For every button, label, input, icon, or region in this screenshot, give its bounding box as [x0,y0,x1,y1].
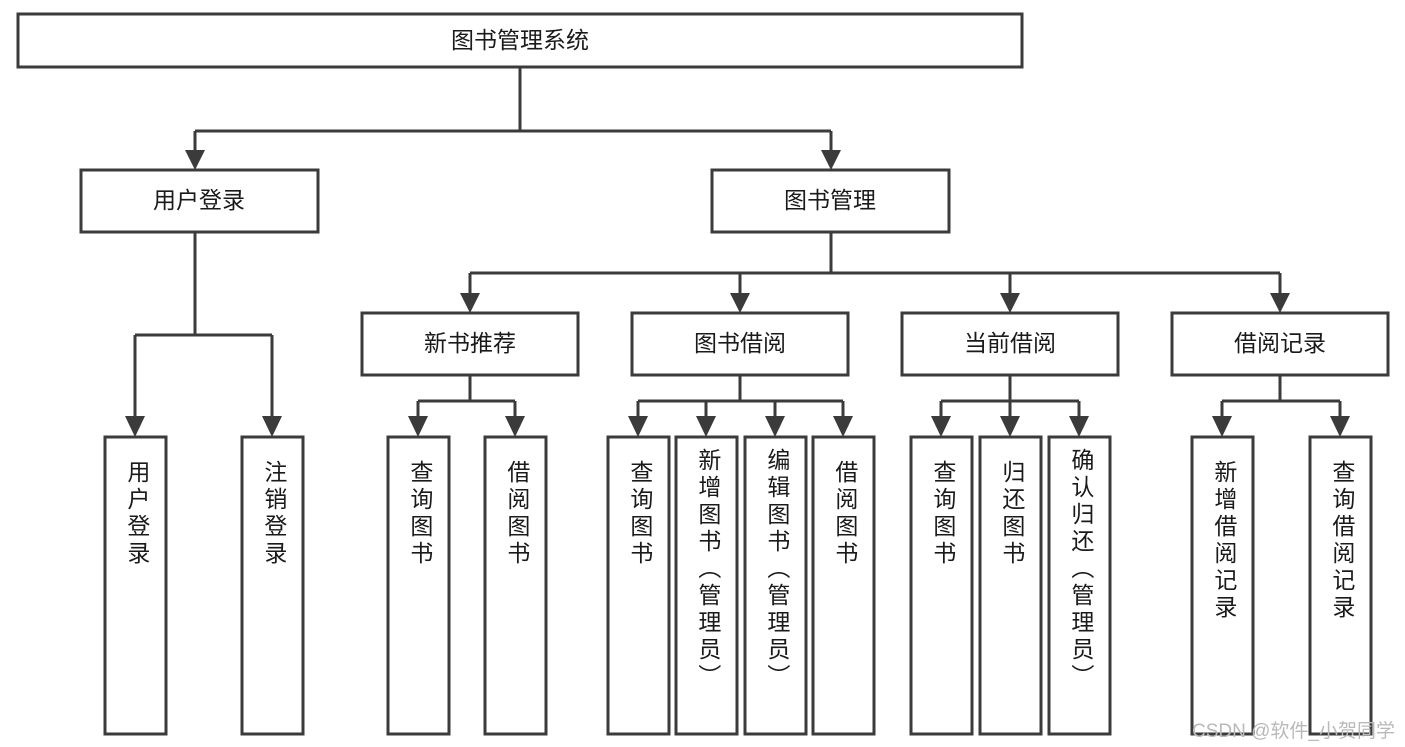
arrow-head-nb-leaf2 [505,416,525,437]
leaf-node[interactable]: 借阅图书 [811,435,876,736]
leaf-node[interactable]: 确认归还（管理员） [1047,435,1112,736]
node-new-book-recommend[interactable]: 新书推荐 [360,311,580,377]
arrow-head-nb-leaf1 [408,416,428,437]
node-book-manage[interactable]: 图书管理 [710,168,951,234]
leaf-br-query-record-box[interactable] [1308,435,1373,736]
node-current-borrow-label: 当前借阅 [964,330,1056,356]
node-current-borrow-box[interactable] [900,311,1120,377]
node-book-manage-label: 图书管理 [784,187,876,213]
leaf-cb-query-book-box[interactable] [909,435,974,736]
leaf-cb-confirm-return-label: 确认归还（管理员） [1068,448,1095,691]
arrow-head-bb-leaf1 [628,416,648,437]
leaf-bb-borrow-book-box[interactable] [811,435,876,736]
leaf-bb-add-book-box[interactable] [674,435,739,736]
arrow-head-borrow-record [1270,293,1290,313]
node-root-label: 图书管理系统 [451,27,589,53]
node-borrow-record-label: 借阅记录 [1234,330,1326,356]
node-book-borrow[interactable]: 图书借阅 [630,311,850,377]
leaf-nb-borrow-book-label: 借阅图书 [504,460,531,568]
node-root-box[interactable] [16,12,1024,69]
leaf-node[interactable]: 编辑图书（管理员） [743,435,808,736]
leaf-node[interactable]: 借阅图书 [483,435,548,736]
leaf-nb-query-book-box[interactable] [386,435,451,736]
node-borrow-record-box[interactable] [1170,311,1390,377]
node-new-book-label: 新书推荐 [424,330,516,356]
arrow-head-user-login [185,150,205,170]
node-borrow-record[interactable]: 借阅记录 [1170,311,1390,377]
leaf-br-add-record-label: 新增借阅记录 [1211,460,1238,622]
arrow-head-cb-leaf3 [1069,416,1089,437]
arrow-head-leaf-logout [262,416,282,437]
leaf-logout-box[interactable] [240,435,305,736]
arrow-head-current-borrow [1000,293,1020,313]
leaf-bb-edit-book-box[interactable] [743,435,808,736]
leaf-cb-return-book-label: 归还图书 [999,460,1026,568]
arrow-head-cb-leaf2 [1000,416,1020,437]
leaf-bb-query-book-box[interactable] [606,435,671,736]
arrow-head-book-borrow [730,293,750,313]
leaf-br-query-record-label: 查询借阅记录 [1329,460,1356,622]
node-current-borrow[interactable]: 当前借阅 [900,311,1120,377]
arrow-head-book-manage [821,150,841,170]
node-root-system[interactable]: 图书管理系统 [16,12,1024,69]
leaf-node[interactable]: 查询图书 [606,435,671,736]
leaf-node[interactable]: 查询图书 [386,435,451,736]
leaf-user-login-label: 用户登录 [124,460,151,568]
leaf-cb-return-book-box[interactable] [978,435,1043,736]
leaf-nb-borrow-book-box[interactable] [483,435,548,736]
leaf-node[interactable]: 查询图书 [909,435,974,736]
arrow-head-br-leaf2 [1330,416,1350,437]
leaf-logout-label: 注销登录 [261,460,288,568]
leaf-br-add-record-box[interactable] [1190,435,1255,736]
leaf-bb-borrow-book-label: 借阅图书 [832,460,859,568]
leaf-node[interactable]: 新增借阅记录 [1190,435,1255,736]
leaf-user-login-box[interactable] [103,435,168,736]
arrow-head-bb-leaf4 [833,416,853,437]
leaf-bb-edit-book-label: 编辑图书（管理员） [764,448,791,691]
node-user-login-label: 用户登录 [153,187,245,213]
leaf-node[interactable]: 用户登录 [103,435,168,736]
leaf-cb-query-book-label: 查询图书 [930,460,957,568]
node-book-borrow-label: 图书借阅 [694,330,786,356]
leaf-node[interactable]: 归还图书 [978,435,1043,736]
node-book-manage-box[interactable] [710,168,951,234]
node-new-book-box[interactable] [360,311,580,377]
leaf-node[interactable]: 查询借阅记录 [1308,435,1373,736]
leaf-bb-query-book-label: 查询图书 [627,460,654,568]
leaf-nb-query-book-label: 查询图书 [407,460,434,568]
arrow-head-bb-leaf3 [765,416,785,437]
node-book-borrow-box[interactable] [630,311,850,377]
connector-layer [125,67,1350,437]
arrow-head-leaf-user-login [125,416,145,437]
arrow-head-bb-leaf2 [696,416,716,437]
arrow-head-new-book [460,293,480,313]
node-user-login-box[interactable] [79,168,320,234]
leaf-bb-add-book-label: 新增图书（管理员） [695,448,722,691]
arrow-head-br-leaf1 [1212,416,1232,437]
leaf-node[interactable]: 注销登录 [240,435,305,736]
node-user-login[interactable]: 用户登录 [79,168,320,234]
leaf-cb-confirm-return-box[interactable] [1047,435,1112,736]
leaf-node[interactable]: 新增图书（管理员） [674,435,739,736]
arrow-head-cb-leaf1 [931,416,951,437]
